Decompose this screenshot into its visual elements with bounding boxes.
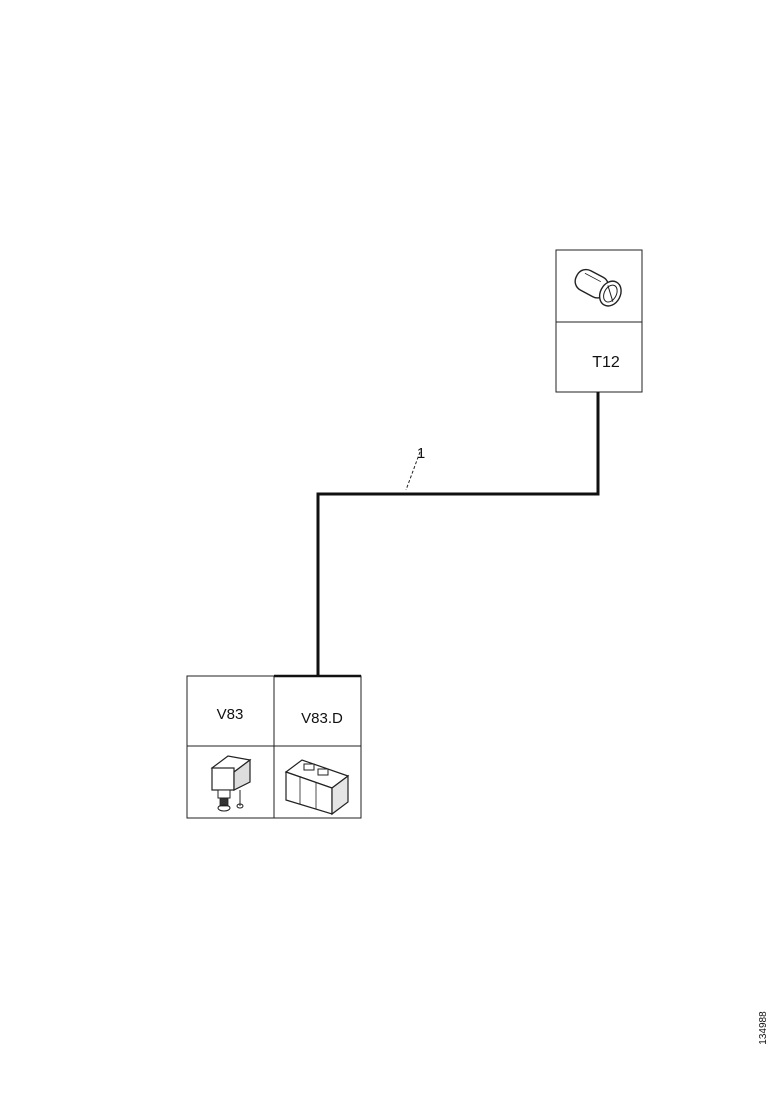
connector-housing-icon [284, 759, 350, 816]
wire-1: 1 [316, 392, 600, 676]
component-t12-label: T12 [592, 354, 620, 371]
bulb-socket-icon [574, 268, 622, 307]
connector-assembly-icon [210, 755, 252, 812]
reference-code: 134988 [758, 1011, 769, 1045]
component-t12: T12 [555, 249, 643, 393]
component-v83d-label: V83.D [301, 710, 343, 727]
wire-1-label: 1 [417, 445, 425, 462]
component-v83-label: V83 [217, 706, 244, 723]
component-v83-group: V83 V83.D [186, 674, 362, 819]
wire-1-leader [405, 451, 421, 491]
